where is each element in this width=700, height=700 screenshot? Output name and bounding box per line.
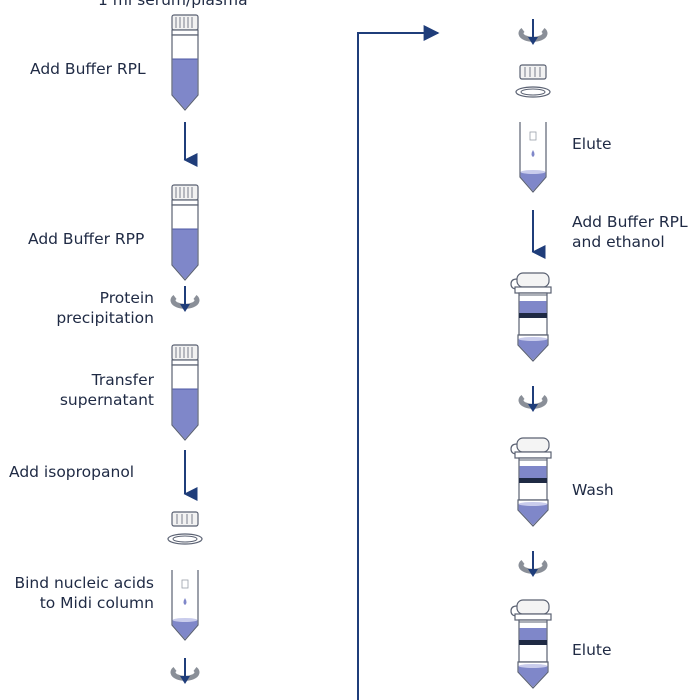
- step-bind-nucleic-acids-line1: Bind nucleic acids: [14, 574, 154, 592]
- step-protein-precipitation-line1: Protein: [99, 289, 154, 307]
- step-elute-final: Elute: [572, 641, 612, 659]
- step-wash: Wash: [572, 481, 614, 499]
- tube-icon: [171, 14, 199, 111]
- step-transfer-supernatant-line2: supernatant: [59, 391, 154, 409]
- step-bind-nucleic-acids: Bind nucleic acids to Midi column: [14, 573, 154, 613]
- step-bind-nucleic-acids-line2: to Midi column: [39, 594, 154, 612]
- step-add-buffer-rpl-ethanol-line1: Add Buffer RPL: [572, 213, 688, 231]
- step-add-buffer-rpl-ethanol: Add Buffer RPL and ethanol: [572, 212, 688, 252]
- step-add-buffer-rpp: Add Buffer RPP: [28, 230, 145, 248]
- step-transfer-supernatant: Transfer supernatant: [60, 370, 154, 410]
- sample-label: 1 ml serum/plasma: [98, 0, 248, 9]
- step-add-buffer-rpl-ethanol-line2: and ethanol: [572, 233, 665, 251]
- step-elute-first: Elute: [572, 135, 612, 153]
- tube-icon: [171, 184, 199, 281]
- step-transfer-supernatant-line1: Transfer: [91, 371, 154, 389]
- step-protein-precipitation: Protein precipitation: [56, 288, 154, 328]
- step-add-isopropanol: Add isopropanol: [9, 463, 135, 481]
- step-add-buffer-rpl: Add Buffer RPL: [30, 60, 146, 78]
- step-protein-precipitation-line2: precipitation: [56, 309, 154, 327]
